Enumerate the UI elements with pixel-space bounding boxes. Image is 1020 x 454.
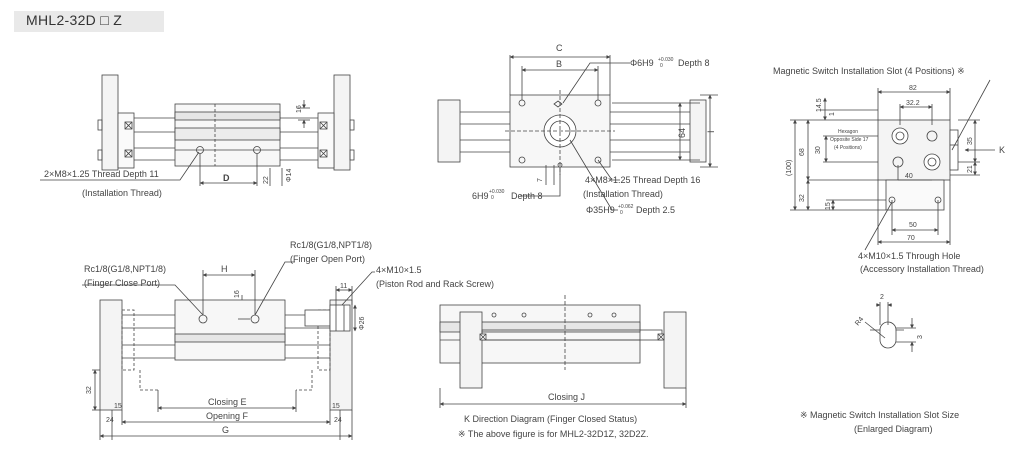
- bottom-rc-close: Rc1/8(G1/8,NPT1/8): [84, 264, 166, 274]
- side-hex1: Hexagon: [838, 129, 858, 135]
- side-k-label: K: [999, 145, 1005, 155]
- top-dim-7: 7: [537, 178, 544, 182]
- top-thread-note: 4×M8×1.25 Thread Depth 16: [585, 175, 700, 185]
- top-pin-tol0: 0: [491, 195, 494, 201]
- bottom-screw-sub: (Piston Rod and Rack Screw): [376, 279, 494, 289]
- side-dim-100: (100): [786, 160, 793, 176]
- top-pin-note: 6H9: [472, 191, 489, 201]
- side-dim-30: 30: [815, 146, 822, 154]
- top-hole-depth: Depth 8: [678, 58, 710, 68]
- bottom-dim-15a: 15: [114, 403, 122, 410]
- top-dim-64: 64: [677, 128, 687, 138]
- top-dim-i: I: [706, 130, 716, 133]
- slot-caption1: ※ Magnetic Switch Installation Slot Size: [800, 410, 959, 420]
- top-hole-note: Φ6H9: [630, 58, 654, 68]
- bottom-dim-24a: 24: [106, 417, 114, 424]
- bottom-dim-32: 32: [86, 386, 93, 394]
- top-pin-depth: Depth 8: [511, 191, 543, 201]
- top-hole-tol0: 0: [660, 63, 663, 69]
- bottom-screw-note: 4×M10×1.5: [376, 265, 422, 275]
- bottom-rc-close-sub: (Finger Close Port): [84, 278, 160, 288]
- bottom-dim-phi26: Φ26: [359, 317, 366, 330]
- left-finger: [101, 74, 119, 171]
- side-dim-14-5: 14.5: [816, 98, 823, 112]
- front-thread-sub: (Installation Thread): [82, 188, 162, 198]
- side-dim-1: 1: [829, 112, 836, 116]
- front-dim-16: 16: [296, 105, 303, 113]
- bottom-rc-open-sub: (Finger Open Port): [290, 254, 365, 264]
- top-bore-tol0: 0: [620, 210, 623, 216]
- bottom-closing-e: Closing E: [208, 397, 247, 407]
- top-view: [437, 55, 718, 211]
- side-dim-15: 15: [825, 202, 832, 210]
- slot-caption2: (Enlarged Diagram): [854, 424, 933, 434]
- side-slot-title: Magnetic Switch Installation Slot (4 Pos…: [773, 66, 965, 76]
- side-dim-32-2: 32.2: [906, 100, 920, 107]
- front-dim-phi14: Φ14: [286, 169, 293, 182]
- side-dim-70: 70: [907, 235, 915, 242]
- side-hex2: Opposite Side 17: [830, 137, 869, 143]
- slot-dim-r4: R4: [854, 316, 865, 327]
- bottom-dim-g: G: [222, 425, 229, 435]
- side-through-note: 4×M10×1.5 Through Hole: [858, 251, 960, 261]
- front-dim-22: 22: [263, 176, 270, 184]
- top-thread-sub: (Installation Thread): [583, 189, 663, 199]
- bottom-dim-11: 11: [340, 283, 347, 290]
- side-view: [790, 79, 995, 251]
- bottom-left-finger: [99, 299, 123, 411]
- page-title: MHL2-32D □ Z: [26, 12, 123, 28]
- top-hole-tol: +0.030: [658, 57, 674, 63]
- side-dim-68: 68: [799, 148, 806, 156]
- k-closing-j: Closing J: [548, 392, 585, 402]
- bottom-dim-h: H: [221, 264, 228, 274]
- side-dim-35: 35: [967, 137, 974, 145]
- top-dim-b: B: [556, 59, 562, 69]
- bottom-dim-16: 16: [234, 290, 241, 298]
- side-dim-21: 21: [967, 165, 974, 173]
- side-dim-82: 82: [909, 85, 917, 92]
- slot-dim-3: 3: [917, 335, 924, 339]
- top-dim-c: C: [556, 43, 563, 53]
- side-body: [877, 119, 951, 181]
- side-dim-32: 32: [799, 194, 806, 202]
- bottom-dim-15b: 15: [332, 403, 340, 410]
- side-hex3: (4 Positions): [834, 145, 862, 151]
- bottom-rc-open: Rc1/8(G1/8,NPT1/8): [290, 240, 372, 250]
- k-caption1: K Direction Diagram (Finger Closed Statu…: [464, 414, 637, 424]
- k-direction-view: [439, 295, 687, 408]
- side-dim-40: 40: [905, 173, 913, 180]
- front-view: [40, 74, 355, 186]
- top-pin-tol: +0.030: [489, 189, 505, 195]
- bottom-body: [174, 299, 286, 361]
- side-through-sub: (Accessory Installation Thread): [860, 264, 984, 274]
- slot-detail-view: [864, 302, 916, 352]
- bottom-view: [82, 261, 375, 440]
- top-bore-note: Φ35H9: [586, 205, 615, 215]
- k-caption2: ※ The above figure is for MHL2-32D1Z, 32…: [458, 429, 648, 439]
- side-dim-50: 50: [909, 222, 917, 229]
- front-dim-d: D: [223, 173, 230, 183]
- bottom-opening-f: Opening F: [206, 411, 249, 421]
- title-badge: [14, 11, 164, 32]
- front-thread-note: 2×M8×1.25 Thread Depth 11: [44, 169, 159, 179]
- right-finger: [333, 74, 351, 171]
- bottom-dim-24b: 24: [334, 417, 342, 424]
- top-bore-depth: Depth 2.5: [636, 205, 675, 215]
- slot-dim-2: 2: [880, 294, 884, 301]
- top-bore-tol: +0.062: [618, 204, 634, 210]
